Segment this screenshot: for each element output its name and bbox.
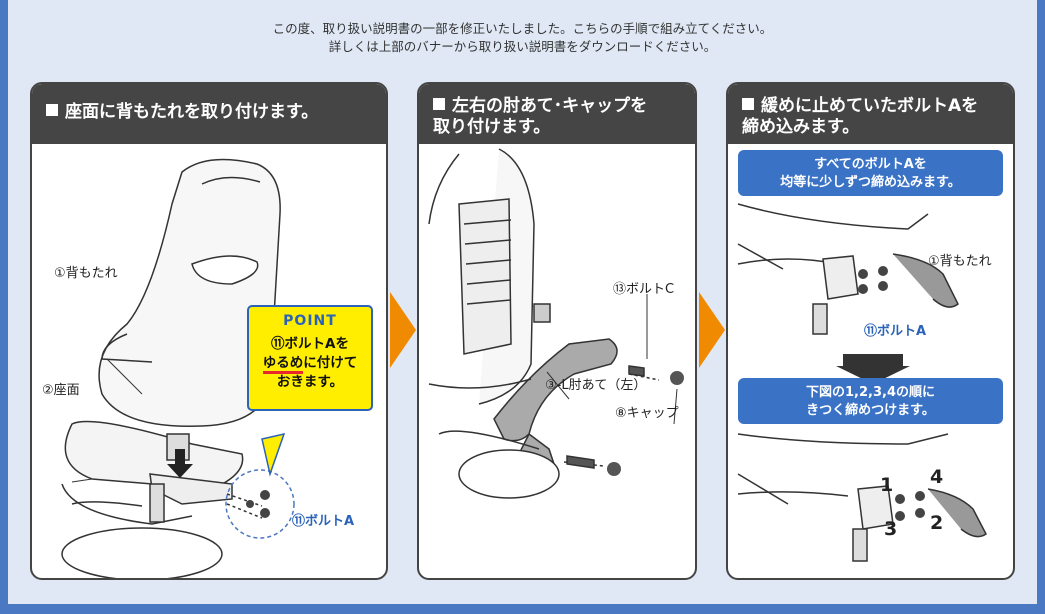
point-callout: POINT ⑪ボルトAを ゆるめに付けて おきます。: [247, 305, 373, 411]
square-bullet-icon: [742, 98, 754, 110]
next-step-arrow-icon: [699, 292, 725, 368]
order-number-3: 3: [884, 518, 898, 540]
chair-backrest-illustration: [61, 158, 295, 578]
square-bullet-icon: [433, 98, 445, 110]
intro-text: この度、取り扱い説明書の一部を修正いたしました。こちらの手順で組み立てください。…: [0, 20, 1045, 56]
step-1-title: 座面に背もたれを取り付けます。: [32, 84, 386, 144]
loosely-emphasis: ゆるめ: [262, 355, 304, 374]
order-number-2: 2: [930, 512, 944, 534]
intro-line-1: この度、取り扱い説明書の一部を修正いたしました。こちらの手順で組み立てください。: [272, 21, 773, 36]
armrest-illustration: [428, 148, 684, 499]
step-3-panel: 緩めに止めていたボルトAを 締め込みます。 すべてのボルトAを 均等に少しずつ締…: [726, 82, 1015, 580]
square-bullet-icon: [46, 104, 58, 116]
backrest-label: ①背もたれ: [54, 266, 118, 281]
tighten-evenly-note: すべてのボルトAを 均等に少しずつ締め込みます。: [738, 150, 1003, 196]
step-3-title: 緩めに止めていたボルトAを 締め込みます。: [728, 84, 1013, 144]
point-text: ⑪ボルトAを ゆるめに付けて おきます。: [262, 336, 358, 390]
cap-label: ⑧キャップ: [615, 406, 679, 421]
tighten-bolts-illustration: [737, 203, 987, 562]
point-title: POINT: [283, 313, 337, 329]
tighten-order-note: 下図の1,2,3,4の順に きつく締めつけます。: [738, 378, 1003, 424]
intro-line-2: 詳しくは上部のバナーから取り扱い説明書をダウンロードください。: [328, 39, 717, 54]
bolt-c-label: ⑬ボルトC: [613, 282, 675, 297]
backrest-label: ①背もたれ: [928, 254, 992, 269]
step-2-panel: 左右の肘あて･キャップを 取り付けます。 ⑬ボルトC ③-L肘あて（左） ⑧キャ…: [417, 82, 697, 580]
order-number-4: 4: [930, 466, 944, 488]
bolt-a-label: ⑪ボルトA: [292, 514, 355, 529]
step-2-title: 左右の肘あて･キャップを 取り付けます。: [419, 84, 695, 144]
seat-label: ②座面: [42, 383, 80, 398]
armrest-label: ③-L肘あて（左）: [545, 378, 647, 393]
next-step-arrow-icon: [390, 292, 416, 368]
order-number-1: 1: [880, 474, 894, 496]
bolt-a-label: ⑪ボルトA: [864, 324, 927, 339]
